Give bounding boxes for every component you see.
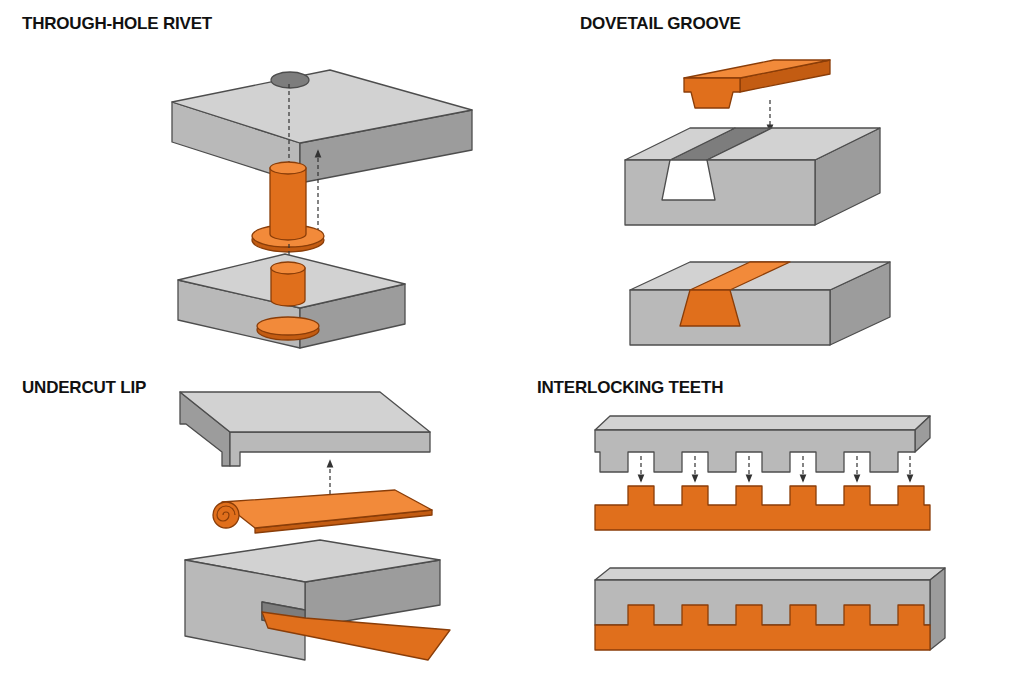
insert-arrow: [802, 456, 803, 482]
groove-block-front: [625, 160, 815, 225]
curl-spiral: [217, 506, 235, 521]
joined-side: [930, 568, 945, 650]
insert-arrow: [769, 100, 770, 132]
dovetail-insert-front: [680, 290, 740, 326]
block-top: [178, 254, 405, 308]
rivet-top: [271, 262, 305, 274]
joined-block-front: [630, 290, 830, 345]
rivet-hole: [271, 72, 309, 88]
panel-heading: UNDERCUT LIP: [22, 378, 146, 398]
insert-arrow: [856, 456, 857, 482]
insert-arrow: [748, 456, 749, 482]
joined-block-top: [630, 262, 890, 290]
joined-top: [595, 568, 945, 580]
rivet-top: [270, 162, 306, 174]
heading-slot: INTERLOCKING TEETH: [537, 378, 723, 398]
plate-top: [172, 70, 472, 143]
guide-line: [288, 84, 289, 162]
orange-comb: [595, 486, 930, 530]
sheet-tongue: [262, 612, 450, 660]
bar-top: [684, 60, 830, 78]
rivet-flange-top: [257, 317, 319, 335]
joined-orange: [595, 605, 930, 650]
insert-arrow: [317, 150, 318, 232]
gray-comb: [595, 430, 915, 472]
bar-front: [684, 78, 740, 108]
dovetail-insert-top: [690, 262, 790, 290]
lip-plate-top: [180, 392, 430, 432]
heading-slot: DOVETAIL GROOVE: [580, 14, 741, 34]
panel-heading: DOVETAIL GROOVE: [580, 14, 741, 34]
sheet-top: [222, 490, 432, 528]
panel-heading: THROUGH-HOLE RIVET: [22, 14, 212, 34]
groove-block-top: [707, 128, 880, 160]
insert-arrow: [694, 456, 695, 482]
sheet-curl: [213, 502, 239, 528]
panel-heading: INTERLOCKING TEETH: [537, 378, 723, 398]
comb-top: [595, 416, 930, 430]
heading-slot: THROUGH-HOLE RIVET: [22, 14, 212, 34]
insert-arrow: [909, 456, 910, 482]
rivet-shank: [270, 168, 306, 240]
comb-side: [915, 416, 930, 452]
heading-slot: UNDERCUT LIP: [22, 378, 146, 398]
insert-arrow: [640, 456, 641, 482]
lip-block-front: [185, 560, 305, 660]
lip-plate-front: [230, 432, 430, 466]
